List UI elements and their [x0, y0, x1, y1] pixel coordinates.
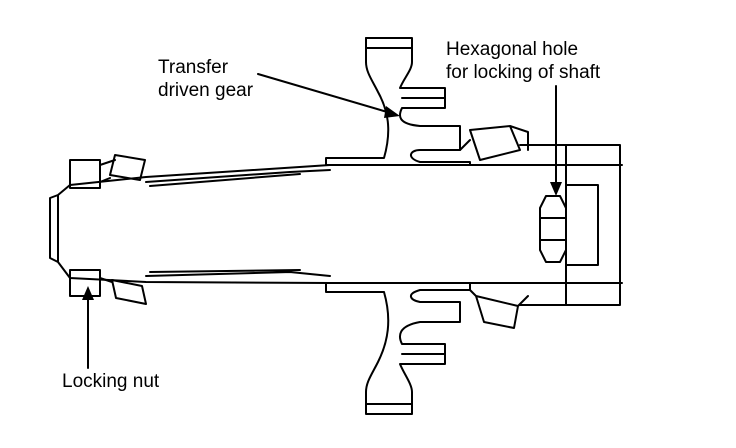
left-bearing-top — [99, 154, 146, 183]
hexagonal-hole-label: Hexagonal hole for locking of shaft — [446, 38, 600, 84]
locking-nut-top — [69, 159, 101, 189]
transfer-driven-gear-label-line1: Transfer — [158, 57, 229, 78]
transfer-driven-gear-label-line2: driven gear — [158, 80, 254, 101]
shaft-outline — [49, 164, 623, 284]
arrow-transfer-gear — [257, 73, 395, 115]
right-bearing-top — [459, 125, 529, 161]
shaft-end-face — [519, 144, 621, 306]
gear-upper-teeth — [365, 37, 446, 99]
right-bearing-bottom — [469, 289, 529, 329]
shaft-taper-bottom — [145, 269, 331, 277]
transfer-driven-gear-label: Transfer driven gear — [158, 56, 253, 102]
left-bearing-bottom — [99, 277, 147, 305]
locking-nut-label: Locking nut — [62, 371, 160, 392]
hexagonal-hole — [539, 195, 567, 263]
gear-upper — [325, 37, 471, 166]
hexagonal-hole-label-line1: Hexagonal hole — [446, 39, 579, 60]
shaft-taper-top — [145, 169, 331, 187]
locking-nut-bottom — [69, 269, 101, 297]
hexagonal-hole-label-line2: for locking of shaft — [446, 62, 601, 83]
arrowhead-hex-hole — [550, 182, 562, 196]
arrowhead-transfer-gear — [384, 106, 400, 118]
gear-lower — [325, 282, 471, 415]
gear-lower-teeth — [365, 353, 446, 405]
arrowhead-locking-nut — [82, 286, 94, 300]
